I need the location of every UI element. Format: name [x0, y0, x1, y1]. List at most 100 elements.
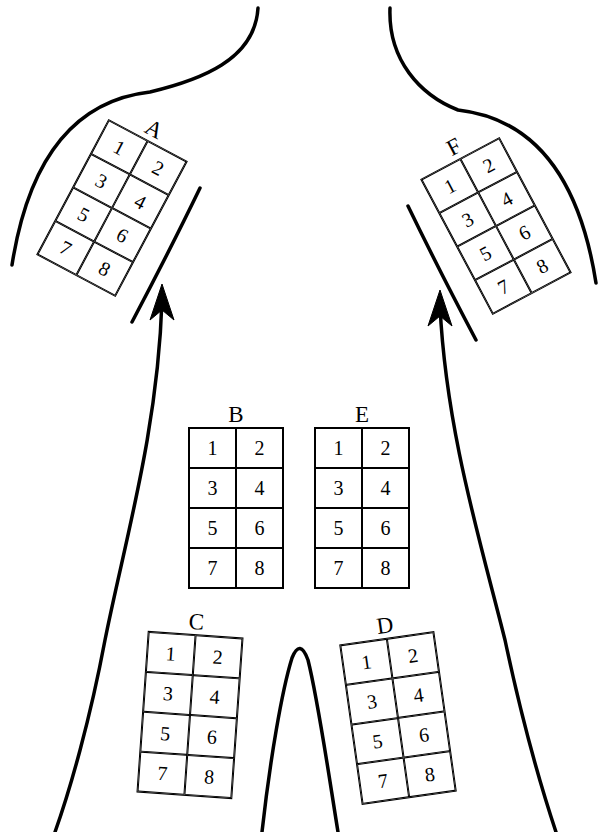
grid-cell: 5 — [55, 187, 112, 241]
site-letter: F — [391, 106, 516, 188]
site-grid: A12345678 — [36, 119, 188, 297]
grid-cell: 2 — [387, 632, 439, 678]
site-letter-text: C — [129, 604, 264, 639]
grid-cell: 6 — [187, 715, 237, 758]
site-grid: D12345678 — [339, 631, 457, 805]
crotch-line — [262, 648, 338, 832]
cell-number: 3 — [334, 478, 344, 498]
grid-cell: 3 — [143, 672, 193, 715]
left-inner-arm-line — [132, 188, 200, 322]
grid-cell: 3 — [346, 678, 398, 724]
site-grid: C12345678 — [136, 631, 243, 799]
cell-number: 6 — [381, 518, 391, 538]
grid-cell: 1 — [315, 428, 362, 468]
site-letter: D — [317, 603, 453, 647]
grid-cell: 4 — [236, 468, 283, 508]
grid-cell: 3 — [189, 468, 236, 508]
grid-cell: 5 — [457, 226, 514, 280]
cell-number: 7 — [334, 558, 344, 578]
cell-number: 1 — [334, 438, 344, 458]
cell-number: 3 — [459, 208, 477, 230]
grid-cell: 1 — [146, 632, 196, 675]
cell-number: 2 — [407, 645, 420, 666]
cell-number: 7 — [157, 763, 168, 784]
cell-number: 1 — [360, 651, 373, 672]
grid-cell: 8 — [362, 548, 409, 588]
cell-number: 6 — [113, 224, 131, 246]
grid-cell: 7 — [189, 548, 236, 588]
site-letter-text: F — [391, 106, 516, 188]
cell-number: 5 — [159, 723, 170, 744]
cell-number: 5 — [476, 242, 494, 264]
grid-cell: 8 — [76, 242, 133, 296]
cell-number: 5 — [75, 203, 93, 225]
cell-number: 6 — [515, 221, 533, 243]
grid-cell: 4 — [112, 174, 169, 228]
cell-number: 8 — [533, 255, 551, 277]
site-letter-text: E — [295, 402, 429, 427]
cell-number: 6 — [206, 726, 217, 747]
grid-cell: 1 — [340, 639, 392, 685]
grid-cell: 5 — [351, 718, 403, 764]
cell-number: 2 — [255, 438, 265, 458]
right-up-arrowhead — [428, 290, 452, 326]
cell-number: 5 — [208, 518, 218, 538]
grid-cell: 7 — [357, 758, 409, 804]
grid-cell: 2 — [460, 138, 517, 192]
grid-cell: 4 — [190, 675, 240, 718]
grid-cell: 2 — [130, 141, 187, 195]
grid-cell: 4 — [392, 672, 444, 718]
cell-number: 8 — [381, 558, 391, 578]
cell-number: 3 — [162, 683, 173, 704]
grid-cell: 6 — [398, 711, 450, 757]
cell-number: 1 — [165, 643, 176, 664]
cell-number: 7 — [57, 237, 75, 259]
site-letter-text: D — [317, 603, 453, 647]
cell-number: 7 — [208, 558, 218, 578]
grid-cell: 7 — [315, 548, 362, 588]
site-grid: F12345678 — [420, 137, 572, 315]
grid-cell: 1 — [421, 159, 478, 213]
right-torso-line — [440, 306, 556, 832]
grid-cell: 2 — [193, 635, 243, 678]
cell-number: 7 — [494, 275, 512, 297]
grid-cell: 8 — [236, 548, 283, 588]
cell-number: 4 — [381, 478, 391, 498]
site-letter-text: B — [169, 402, 303, 427]
grid-cell: 6 — [496, 205, 553, 259]
grid-cell: 4 — [478, 172, 535, 226]
cell-number: 1 — [110, 136, 128, 158]
grid-cell: 7 — [475, 260, 532, 314]
grid-cell: 8 — [514, 239, 571, 293]
site-letter: A — [92, 88, 217, 170]
cell-number: 6 — [418, 724, 431, 745]
cell-number: 3 — [92, 170, 110, 192]
cell-number: 5 — [371, 730, 384, 751]
grid-cell: 3 — [73, 154, 130, 208]
site-grid: E12345678 — [314, 427, 410, 589]
cell-number: 8 — [255, 558, 265, 578]
grid-cell: 1 — [91, 120, 148, 174]
cell-number: 4 — [497, 188, 515, 210]
cell-number: 3 — [366, 691, 379, 712]
grid-cell: 2 — [362, 428, 409, 468]
grid-cell: 7 — [37, 221, 94, 275]
grid-cell: 1 — [189, 428, 236, 468]
cell-number: 4 — [412, 684, 425, 705]
cell-number: 2 — [149, 157, 167, 179]
cell-number: 1 — [441, 175, 459, 197]
grid-cell: 6 — [362, 508, 409, 548]
cell-number: 4 — [209, 686, 220, 707]
grid-cell: 7 — [138, 752, 188, 795]
cell-number: 4 — [131, 190, 149, 212]
cell-number: 5 — [334, 518, 344, 538]
cell-number: 8 — [423, 764, 436, 785]
cell-number: 2 — [381, 438, 391, 458]
cell-number: 7 — [377, 770, 390, 791]
cell-number: 4 — [255, 478, 265, 498]
cell-number: 1 — [208, 438, 218, 458]
cell-number: 2 — [212, 646, 223, 667]
cell-number: 6 — [255, 518, 265, 538]
site-letter: E — [295, 402, 429, 427]
site-grid: B12345678 — [188, 427, 284, 589]
